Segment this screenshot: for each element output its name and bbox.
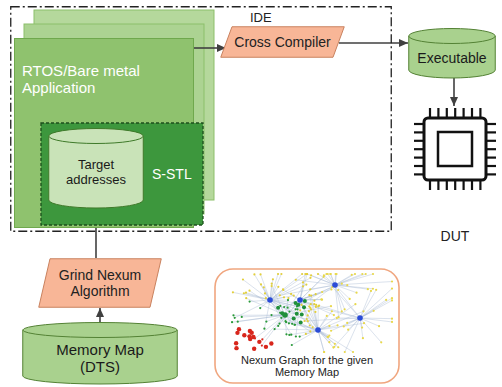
node-label: DUT (412, 228, 498, 244)
database-cylinder: Target addresses (48, 128, 144, 208)
chip-symbol-outline (412, 106, 498, 248)
application-page: RTOS/Bare metal ApplicationS-STL Target a… (14, 38, 194, 228)
chip-symbol: DUT (412, 106, 498, 248)
flow-arrow (99, 308, 101, 322)
callout-box: Nexum Graph for the given Memory Map (214, 268, 400, 384)
database-cylinder: Memory Map (DTS) (22, 322, 178, 384)
storage-cylinder: Executable (408, 28, 496, 78)
node-label: Grind Nexum Algorithm (52, 267, 148, 299)
process-parallelogram: Cross Compiler (220, 26, 345, 58)
node-label: RTOS/Bare metal Application (22, 62, 172, 97)
ide-boundary: IDE RTOS/Bare metal ApplicationS-STL Targe… (10, 6, 392, 232)
node-label: Nexum Graph for the given Memory Map (234, 354, 380, 379)
node-label: IDE (250, 11, 272, 26)
node-label: S-STL (152, 166, 192, 182)
flow-arrow (194, 47, 226, 49)
node-label: Memory Map (DTS) (45, 341, 155, 376)
node-label: Cross Compiler (234, 34, 330, 50)
node-label: Target addresses (56, 158, 136, 188)
process-parallelogram: Grind Nexum Algorithm (38, 258, 162, 308)
node-label: Executable (417, 50, 486, 66)
flow-arrow (339, 42, 408, 44)
sstl-block: S-STL Target addresses (40, 122, 204, 226)
flow-arrow (453, 78, 455, 106)
